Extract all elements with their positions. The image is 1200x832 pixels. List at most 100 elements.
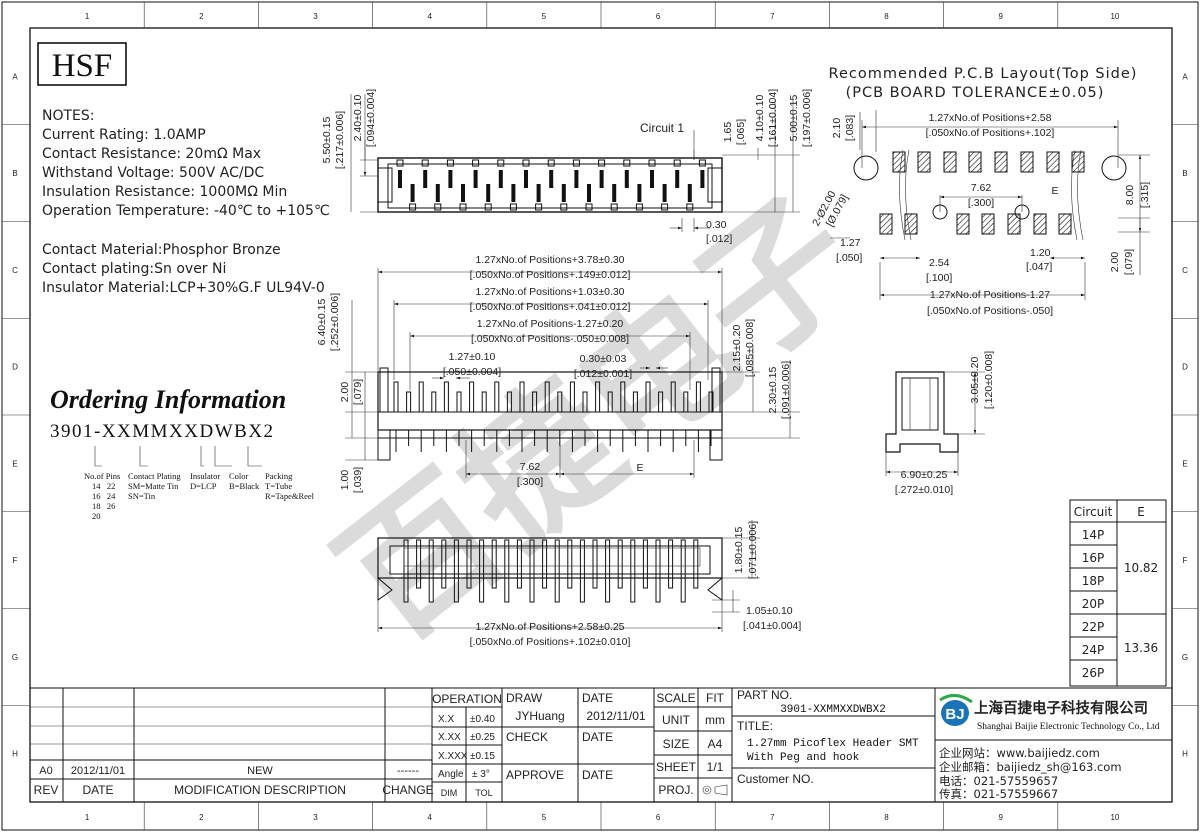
contact-pin (587, 184, 591, 202)
contact-tail (661, 203, 669, 211)
dim-text: 1.00 (339, 470, 351, 491)
front-pin (431, 391, 437, 413)
notes-line: Withstand Voltage: 500V AC/DC (42, 165, 264, 181)
tol-cell: X.XXX (438, 751, 468, 762)
ordering-col-line: D=LCP (190, 481, 217, 491)
company-fax: 传真：021-57559667 (939, 787, 1058, 801)
contact-pin (599, 170, 604, 188)
approve-label: APPROVE (506, 768, 564, 782)
bottom-pin (680, 539, 686, 603)
bottom-pin (655, 539, 661, 603)
dim-text: [.091±0.006] (780, 361, 792, 419)
contact-pin (624, 170, 629, 188)
bottom-pin (529, 539, 535, 603)
dim-text: 1.27±0.10 (449, 351, 496, 363)
contact-pin (687, 184, 692, 202)
column-number: 6 (656, 813, 661, 822)
contact-tail (572, 159, 580, 167)
date-label: DATE (582, 730, 613, 744)
dim-text: [.050xNo.of Positions-.050±0.008] (471, 333, 629, 345)
notes-line: Operation Temperature: -40℃ to +105℃ (42, 203, 330, 219)
pcb-pad (956, 213, 970, 235)
front-pin (519, 381, 525, 413)
contact-tail (610, 203, 618, 211)
column-number: 4 (427, 813, 432, 822)
watermark: 百捷电子 (309, 166, 889, 673)
dim-text: 2.00 (339, 382, 351, 403)
dim-text: 1.65 (722, 122, 734, 143)
contact-pin (637, 184, 642, 202)
column-number: 6 (656, 12, 661, 21)
unit-label: UNIT (662, 713, 691, 727)
column-number: 4 (427, 12, 432, 21)
dim-text: [.300] (517, 476, 543, 488)
dim-text: 5.00±0.15 (788, 95, 800, 142)
dim-text: [.083] (844, 115, 856, 141)
dim-text: 1.27xNo.of Positions+2.58±0.25 (475, 621, 624, 633)
contact-pin (435, 184, 440, 202)
materials-block: Contact Material:Phosphor Bronze Contact… (42, 242, 325, 296)
hsf-logo: HSF (52, 48, 113, 84)
ordering-col-line: SM=Matte Tin (128, 481, 179, 491)
contact-pin (612, 184, 617, 202)
front-pin (708, 391, 714, 413)
ordering-col-line: SN=Tin (128, 491, 156, 501)
front-pin (532, 391, 538, 413)
circuit-head: Circuit (1074, 505, 1113, 519)
rev-head: REV (34, 783, 59, 797)
company-logo-icon: BJ (939, 694, 973, 726)
e-value: 13.36 (1124, 641, 1158, 655)
contact-tail (598, 159, 606, 167)
draw-by: JYHuang (515, 709, 564, 723)
bottom-pin (617, 539, 623, 589)
title-block-text: OPERATION X.X ±0.40 X.XX ±0.25 X.XXX ±0.… (34, 688, 919, 798)
dim-text: [.120±0.008] (983, 351, 995, 409)
front-pin (658, 391, 664, 413)
material-line: Contact Material:Phosphor Bronze (42, 242, 281, 258)
company-web: 企业网站：www.baijiedz.com (939, 746, 1100, 760)
dim-text: 6.40±0.15 (316, 299, 328, 346)
front-pin (481, 391, 487, 413)
svg-text:百捷电子: 百捷电子 (309, 166, 889, 673)
scale-label: SCALE (656, 691, 695, 705)
pcb-pad (1046, 151, 1060, 173)
dim-text: 1.27xNo.of Positions-1.27±0.20 (477, 318, 624, 330)
proj-label: PROJ. (658, 783, 693, 797)
contact-tail (585, 203, 593, 211)
front-pin (443, 381, 449, 413)
front-pin (607, 391, 613, 413)
ordering-col-head: Packing (265, 471, 293, 481)
dim-text: [.041±0.004] (743, 620, 801, 632)
dim-text: [.071±0.006] (747, 521, 759, 579)
top-view (350, 94, 800, 232)
front-pin (494, 381, 500, 413)
column-number: 10 (1110, 813, 1119, 822)
rev-head: DATE (82, 783, 113, 797)
bottom-pin (542, 539, 548, 589)
circuit-row: 26P (1082, 666, 1105, 680)
column-number: 3 (313, 813, 318, 822)
dim-text: E (1051, 185, 1058, 197)
contact-pin (410, 184, 415, 202)
ordering-columns: No.of Pins 14 22 16 24 18 26 20 Contact … (84, 471, 315, 521)
contact-tail (635, 203, 643, 211)
title-line: 1.27mm Picoflex Header SMT (747, 738, 919, 750)
notes-line: Insulation Resistance: 1000MΩ Min (42, 184, 287, 200)
row-letter: B (1182, 169, 1187, 178)
bottom-pin (466, 539, 472, 589)
rev-head: CHANGE (382, 783, 433, 797)
dim-text: 7.62 (520, 461, 541, 473)
row-letter: E (1182, 459, 1187, 468)
unit-value: mm (705, 713, 725, 727)
row-letter: G (12, 653, 18, 662)
pcb-pad (1033, 213, 1047, 235)
rev-cell: 2012/11/01 (71, 765, 125, 777)
hsf-logo-box (37, 42, 127, 86)
contact-pin (549, 170, 554, 188)
bottom-pin (668, 539, 674, 589)
pcb-pad (917, 151, 931, 173)
front-pin (469, 381, 475, 413)
row-letter: H (1182, 750, 1188, 759)
row-letter: D (1182, 363, 1188, 372)
contact-pin (448, 170, 453, 188)
